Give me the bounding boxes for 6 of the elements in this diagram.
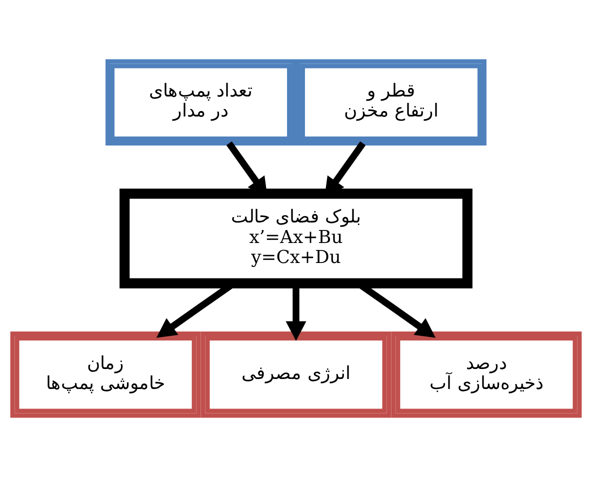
node-box: انرژی مصرفی [200,332,392,418]
arrow [286,286,306,341]
node-box: درصد ذخیره‌سازی آب [391,332,582,418]
node-box: تعداد پمپ‌های در مدار [106,59,296,146]
node-box: زمان خاموشی پمپ‌ها [10,332,201,418]
node-box: قطر و ارتفاع مخزن [296,59,486,146]
